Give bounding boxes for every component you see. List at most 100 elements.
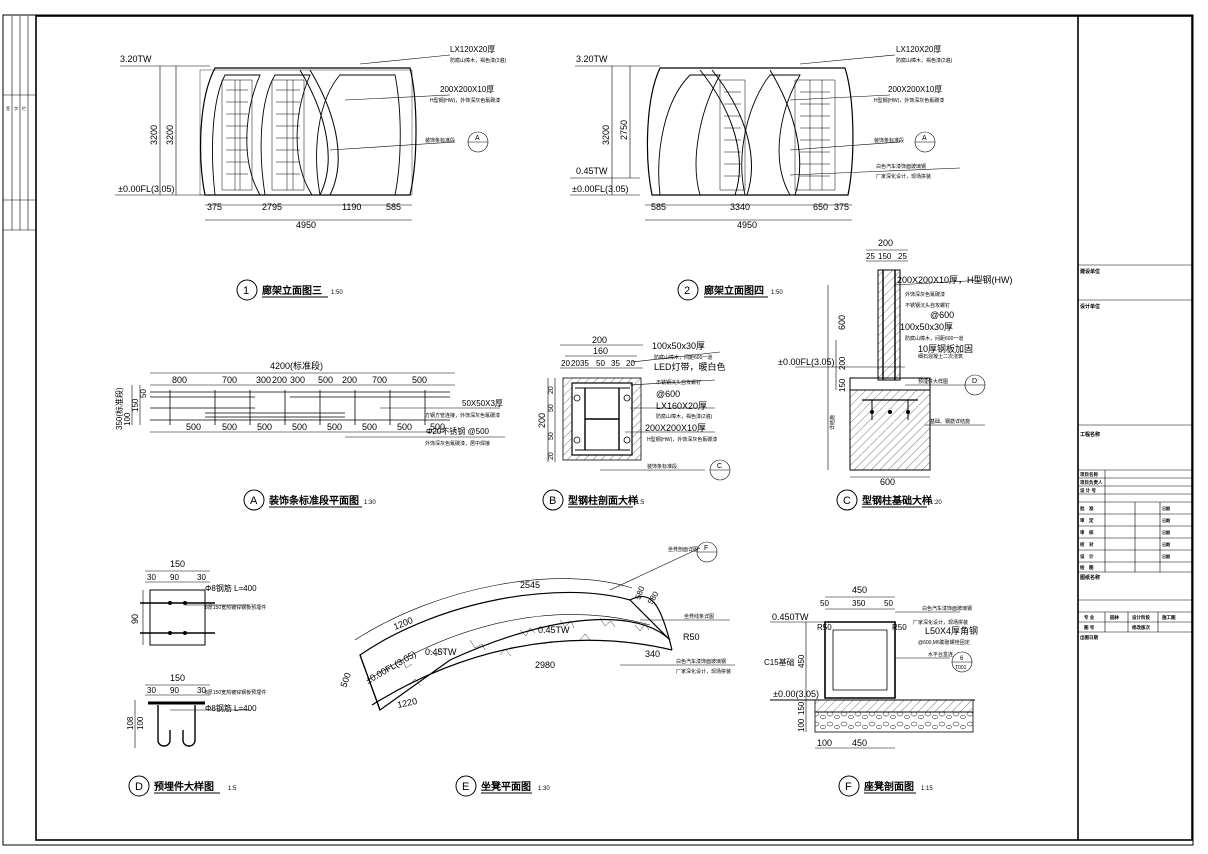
detailD-note-1: 8厚150宽热镀锌钢板预埋件 — [205, 604, 266, 611]
sectB-dim-l2: 50 — [548, 404, 555, 412]
detailC-dim-l1: 200 — [838, 356, 847, 370]
planA-note-0: 50X50X3厚 — [462, 399, 503, 408]
sectF-dim-l2: 100 — [797, 718, 806, 732]
elev3-note-1: 防腐山樟木，褐色漆(2遍) — [450, 57, 506, 64]
elev4-dim-b3: 375 — [834, 202, 849, 212]
sectF-dim-l0: 450 — [797, 654, 806, 668]
planE-dim-6: 340 — [645, 649, 660, 659]
sectB-note-0: 100x50x30厚 — [652, 341, 705, 351]
sectB-dim-l3: 50 — [548, 432, 555, 440]
planA-caption-num: A — [250, 495, 258, 507]
detailC-dim-l0: 600 — [837, 315, 847, 330]
sheet-inner-border — [35, 15, 1193, 841]
margin-text-2: 字 — [14, 105, 18, 111]
elev3-level-base: ±0.00FL(3.05) — [118, 184, 174, 194]
sectF-dim-t0: 450 — [852, 585, 867, 595]
elev4-ref: A — [922, 135, 927, 142]
planA-dim-l1: 100 — [123, 412, 132, 426]
elev3-dim-b0: 375 — [207, 202, 222, 212]
elev3-dim-b1: 2795 — [262, 202, 282, 212]
signature-table: 项目名称 项目负责人 设 计 号 批 准 审 定 审 核 校 对 设 计 绘 图… — [1078, 470, 1192, 573]
planA-dim-t7: 700 — [372, 375, 387, 385]
detailC-scale: 1:20 — [930, 500, 942, 506]
sectB-dim-t5: 50 — [596, 359, 605, 368]
issue-date-label: 出图日期 — [1080, 634, 1098, 641]
planA-caption: 装饰条标准段平面图 — [268, 494, 359, 507]
detailC-note-5: 防腐山樟木，间距600一道 — [905, 335, 963, 342]
section-f: 450 50 350 50 0.450TW R50 R50 ±0.00(3.05… — [764, 585, 978, 797]
planA-dim-b1: 500 — [222, 422, 237, 432]
elev4-note-2: 200X200X10厚 — [888, 85, 942, 94]
planE-dim-7: R50 — [683, 632, 700, 642]
detailD-caption: 预埋件大样图 — [154, 780, 214, 793]
elev4-caption: 廊架立面图四 — [704, 284, 764, 297]
planE-dim-3: 580 — [646, 589, 661, 606]
planA-dim-t0: 800 — [172, 375, 187, 385]
detailD-dim-t20: 150 — [170, 673, 185, 683]
sectF-dim-b0: 100 — [817, 738, 832, 748]
detailC-dim-t1: 25 — [866, 252, 875, 261]
sectF-note-3: @600,M6膨胀螺栓固定 — [918, 639, 970, 646]
detailC-note-7: 细石混凝土二次浇筑 — [918, 353, 963, 360]
sectB-dim-t7: 20 — [626, 359, 635, 368]
margin-strip: 签 字 栏 — [3, 16, 36, 231]
elev3-scale: 1:50 — [331, 290, 343, 296]
sectB-dim-t3: 20 — [571, 359, 580, 368]
detailC-note-1: 外饰深灰色氟碳漆 — [905, 291, 945, 298]
title-block: 建设单位 设计单位 工程名称 项目名称 项目负责人 设 计 号 批 准 审 定 … — [1077, 16, 1192, 840]
elev3-note-0: LX120X20厚 — [450, 45, 495, 54]
elev3-note-2: 200X200X10厚 — [440, 85, 494, 94]
specialty-label: 专 业 — [1084, 614, 1095, 621]
sectB-note-7: 200X200X10厚 — [645, 423, 706, 433]
specialty-value: 园林 — [1110, 614, 1119, 621]
row-label-2: 设 计 号 — [1080, 487, 1097, 494]
planA-dim-b6: 500 — [397, 422, 412, 432]
planA-dim-t2: 300 — [256, 375, 271, 385]
sectF-c15: C15基础 — [764, 657, 795, 667]
sectF-note-2: L50X4厚角钢 — [925, 625, 978, 636]
sectF-dim-t1: 50 — [820, 599, 829, 608]
row-label-6: 校 对 — [1080, 541, 1094, 548]
sectB-note-8: H型钢(HW)，外饰深灰色氟碳漆 — [647, 436, 717, 443]
planE-note-2: 白色汽车漆饰面玻璃钢 — [676, 658, 726, 665]
plan-e: 2545 1200 580 580 0.45TW 0.45TW 340 R50 … — [338, 541, 735, 797]
detailD-dim-l21: 100 — [136, 716, 145, 730]
detailD-scale: 1:5 — [228, 786, 237, 792]
planA-dim-t1: 700 — [222, 375, 237, 385]
sectB-note-3: 不锈钢沉头自攻螺钉 — [656, 379, 701, 386]
title-design-unit: 设计单位 — [1080, 303, 1100, 310]
elev3-caption: 廊架立面图三 — [262, 284, 322, 297]
detailC-dim-b: 600 — [880, 477, 895, 487]
planA-dim-b4: 500 — [327, 422, 342, 432]
elev3-caption-num: 1 — [243, 285, 249, 297]
sectB-note-5: LX160X20厚 — [656, 401, 707, 411]
detail-c: 200 25 150 25 ±0.00FL(3.05) 600 200 150 … — [778, 238, 1013, 511]
planA-dim-b7: 500 — [430, 422, 445, 432]
sectF-scale: 1:15 — [921, 786, 933, 792]
detailC-note-4: 100x50x30厚 — [900, 322, 953, 332]
sectF-dim-b1: 450 — [852, 738, 867, 748]
planA-scale: 1:30 — [364, 500, 376, 506]
row-date-5: 日期 — [1162, 529, 1170, 535]
sectB-dim-t6: 35 — [611, 359, 620, 368]
detailC-dim-t3: 25 — [898, 252, 907, 261]
sectF-caption-num: F — [845, 781, 852, 793]
elev3-dim-b2: 1190 — [342, 202, 361, 212]
planE-scale: 1:30 — [538, 786, 550, 792]
margin-text-1: 签 — [6, 105, 10, 111]
elev4-level-top: 3.20TW — [576, 54, 608, 64]
elev3-dim-b3: 585 — [386, 202, 401, 212]
detailD-dim-t22: 90 — [170, 686, 179, 695]
planE-ref: F — [704, 545, 708, 552]
detailC-caption-num: C — [843, 495, 851, 507]
sectF-note-0: 白色汽车漆饰面玻璃钢 — [922, 605, 972, 612]
row-label-3: 批 准 — [1080, 505, 1094, 512]
elev3-dim-h2: 3200 — [165, 125, 175, 145]
title-project-name: 工程名称 — [1080, 431, 1100, 438]
detailD-dim-t1: 30 — [147, 573, 156, 582]
sectF-dim-t2: 350 — [852, 599, 866, 608]
row-date-4: 日期 — [1162, 517, 1170, 523]
elev4-note-0: LX120X20厚 — [896, 45, 941, 54]
sectB-dim-l4: 20 — [548, 452, 555, 460]
